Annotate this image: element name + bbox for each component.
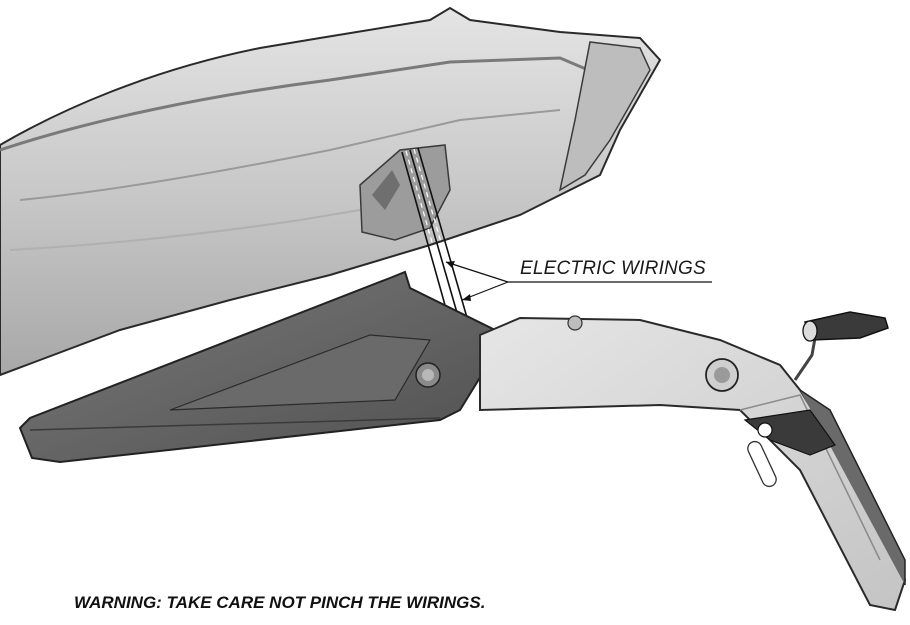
warning-text: WARNING: TAKE CARE NOT PINCH THE WIRINGS… (74, 593, 486, 612)
license-plate-bracket (479, 315, 907, 612)
dark-cover (18, 270, 502, 464)
electric-wirings-label: ELECTRIC WIRINGS (520, 258, 706, 279)
light-unit (793, 311, 889, 381)
electric-wirings (401, 147, 471, 331)
tail-section (0, 6, 662, 377)
callout-leader (445, 261, 712, 301)
